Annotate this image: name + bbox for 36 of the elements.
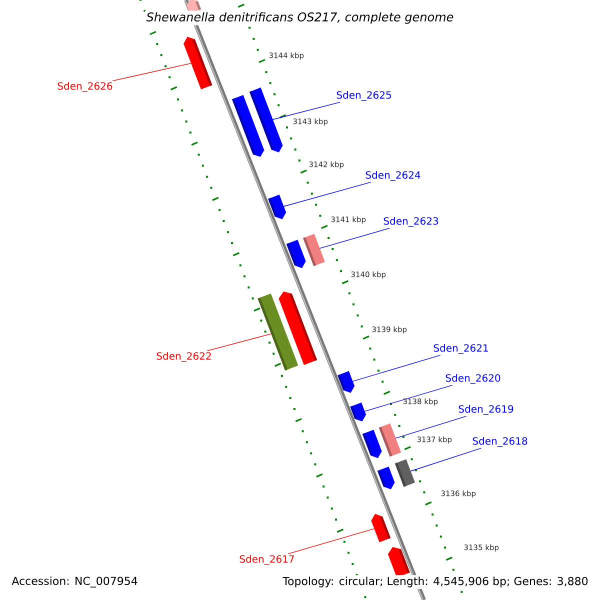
gene-block xyxy=(286,240,306,268)
leader-line xyxy=(283,182,372,207)
gene-block xyxy=(377,466,395,490)
gene-label: Sden_2617 xyxy=(240,555,294,565)
gene-block xyxy=(303,234,325,266)
gene-block xyxy=(250,88,283,152)
gene-block xyxy=(338,371,355,393)
gene-block xyxy=(362,430,382,458)
leader-line xyxy=(288,528,375,554)
leader-line xyxy=(319,228,390,249)
gene-label: Sden_2622 xyxy=(156,352,211,362)
gene-block xyxy=(268,194,286,220)
leader-line xyxy=(364,384,453,412)
gene-label: Sden_2621 xyxy=(434,344,488,354)
leader-line xyxy=(352,354,441,382)
leader-line xyxy=(206,333,272,352)
gene-block xyxy=(350,402,366,422)
gene-label: Sden_2619 xyxy=(458,405,514,415)
gene-label: Sden_2624 xyxy=(366,171,420,181)
leader-line xyxy=(395,416,467,439)
gene-block xyxy=(394,459,416,487)
gene-label: Sden_2623 xyxy=(384,217,438,227)
info-text: Accession: NC_007954 xyxy=(10,575,140,589)
gene-block xyxy=(371,514,391,542)
leader-line xyxy=(112,62,192,82)
gene-label: Sden_2626 xyxy=(58,82,112,92)
gene-label: Sden_2618 xyxy=(472,437,528,447)
gene-block xyxy=(378,423,402,457)
info-text: Topology: circular; Length: 4,545,906 bp; Genes: 3,880 xyxy=(281,575,590,589)
title: Shewanella denitrificans OS217, complete genome xyxy=(144,10,456,26)
gene-block xyxy=(184,36,212,90)
leader-line xyxy=(410,448,482,472)
gene-block xyxy=(278,291,318,365)
leader-line xyxy=(272,102,340,120)
gene-label: Sden_2625 xyxy=(336,91,391,101)
gene-label: Sden_2620 xyxy=(446,374,500,384)
